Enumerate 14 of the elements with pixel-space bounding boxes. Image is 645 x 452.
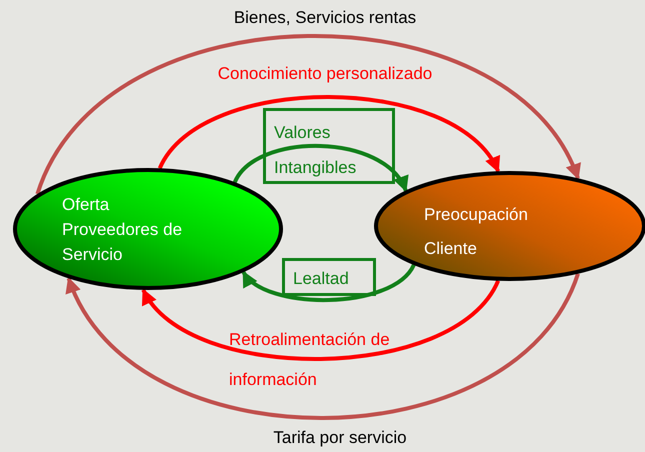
arrow — [242, 264, 416, 302]
boxed-edge-label: Valores Intangibles — [263, 108, 395, 184]
arrow — [142, 280, 500, 361]
edge-label: Conocimiento personalizado — [216, 64, 434, 84]
node-label: Oferta — [62, 194, 110, 216]
arrow — [66, 272, 580, 420]
arrow — [233, 144, 408, 192]
node-label: Preocupación Cliente — [424, 204, 529, 260]
node-label: Proveedores de Servicio — [62, 219, 184, 266]
edge-label: Bienes, Servicios rentas — [232, 8, 418, 28]
arrow — [158, 95, 500, 173]
edge-label: Retroalimentación de información — [229, 329, 391, 391]
boxed-edge-label: Lealtad — [282, 258, 376, 296]
edge-label: Tarifa por servicio — [272, 428, 408, 448]
